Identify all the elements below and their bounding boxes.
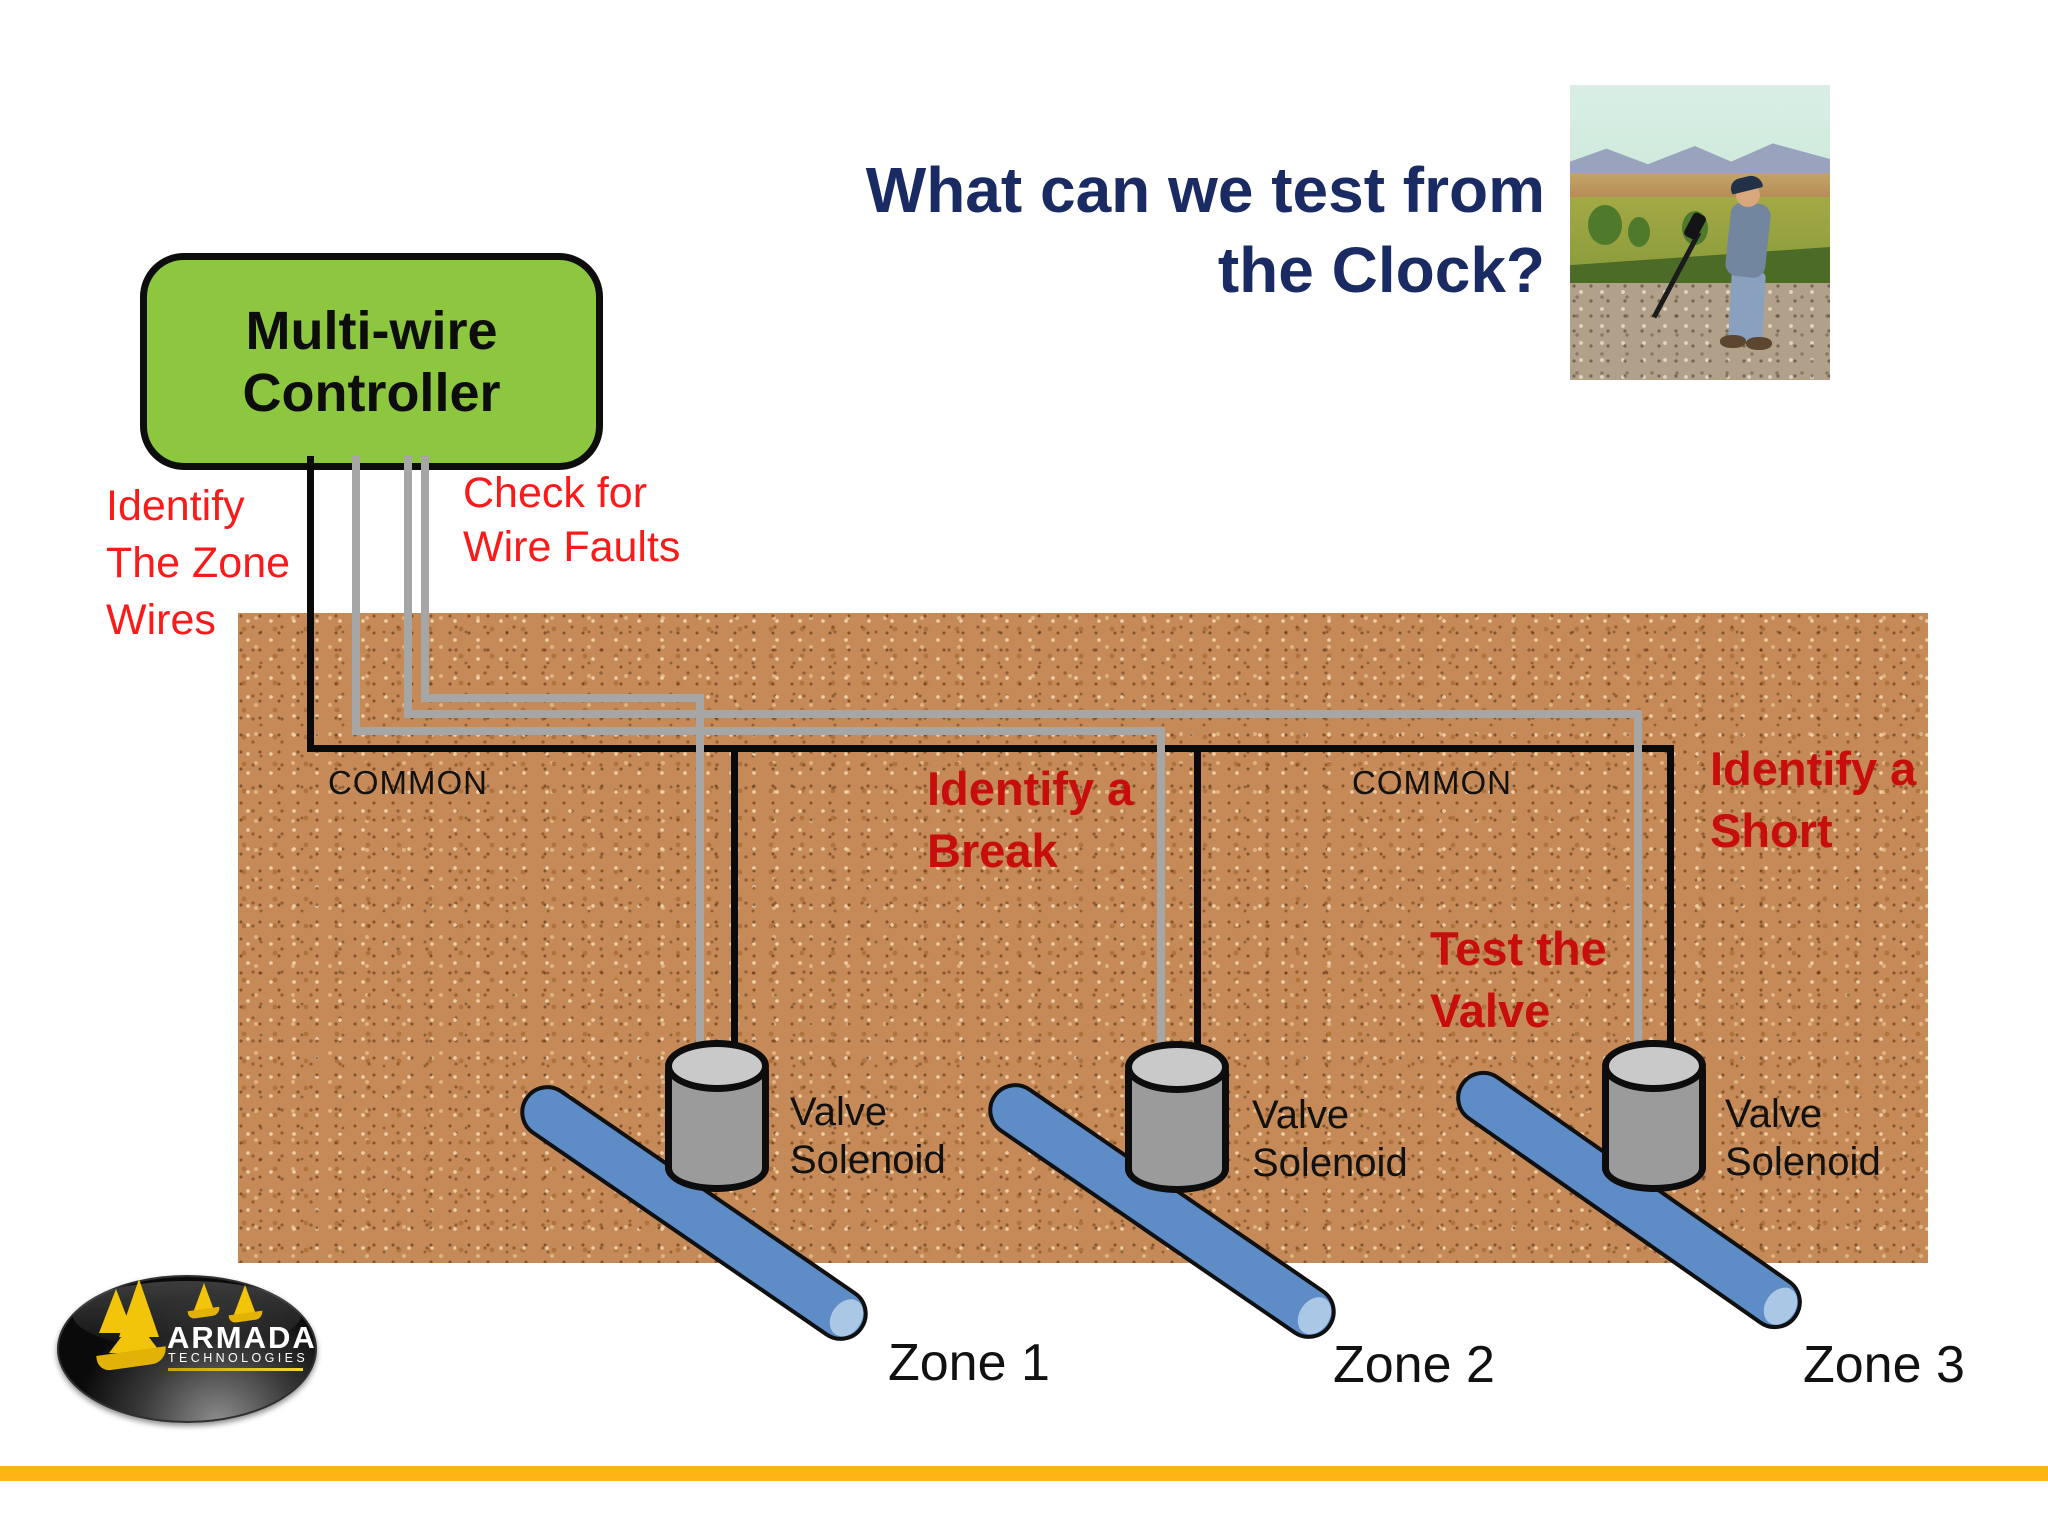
solenoid-label-zone1: Valve Solenoid [790, 1088, 946, 1184]
zone2-label: Zone 2 [1333, 1336, 1495, 1394]
valve-solenoid-zone2 [1125, 1041, 1229, 1193]
ship-hull [96, 1346, 168, 1372]
controller-label-line1: Multi-wire [245, 300, 498, 361]
solenoid-label-l1: Valve [790, 1090, 888, 1134]
photo-person-shoe [1746, 337, 1772, 350]
wire-gray-zone1-drop [696, 694, 704, 1066]
note-check-faults-l2: Wire Faults [463, 523, 681, 571]
solenoid-top [665, 1040, 769, 1092]
wire-gray-zone1-vertical [421, 456, 429, 702]
note-identify-zone-l2: The Zone [106, 539, 291, 587]
solenoid-label-l2: Solenoid [790, 1138, 946, 1182]
page-title-line2: the Clock? [1217, 234, 1545, 306]
valve-solenoid-zone3 [1602, 1040, 1706, 1192]
bottom-accent-bar [0, 1466, 2048, 1481]
wire-black-zone1-drop [731, 748, 738, 1066]
note-check-faults-l1: Check for [463, 469, 648, 517]
wire-gray-zone1-run [421, 694, 704, 702]
page-title-line1: What can we test from [865, 154, 1545, 226]
note-identify-break-l2: Break [927, 824, 1058, 877]
solenoid-label-l2: Solenoid [1252, 1141, 1408, 1185]
note-identify-zone-wires: Identify The Zone Wires [106, 478, 290, 649]
photo-tree [1628, 217, 1650, 247]
photo-person-shoe [1720, 335, 1746, 348]
solenoid-label-l1: Valve [1725, 1092, 1823, 1136]
armada-technologies-logo: ARMADA TECHNOLOGIES [57, 1275, 317, 1423]
wire-black-zone2-drop [1194, 748, 1201, 1066]
logo-sub-text: TECHNOLOGIES [168, 1351, 309, 1365]
note-test-valve-l1: Test the [1430, 922, 1607, 975]
photo-gravel [1570, 283, 1830, 380]
wire-gray-zone2-vertical [352, 456, 360, 735]
solenoid-label-zone2: Valve Solenoid [1252, 1091, 1408, 1187]
note-test-valve-l2: Valve [1430, 984, 1551, 1037]
note-identify-break: Identify a Break [927, 758, 1133, 882]
solenoid-top [1602, 1040, 1706, 1092]
solenoid-label-l1: Valve [1252, 1093, 1350, 1137]
wire-gray-zone3-drop [1634, 710, 1642, 1066]
controller-label-line2: Controller [242, 362, 501, 423]
logo-name-text: ARMADA [167, 1320, 317, 1355]
locator-photo [1570, 85, 1830, 380]
wire-black-controller-drop [307, 456, 314, 752]
solenoid-label-l2: Solenoid [1725, 1140, 1881, 1184]
photo-tree [1588, 205, 1622, 245]
note-identify-short-l1: Identify a [1710, 742, 1917, 795]
wire-gray-zone2-run [352, 727, 1165, 735]
solenoid-top [1125, 1041, 1229, 1093]
multi-wire-controller-box: Multi-wire Controller [140, 253, 603, 470]
wire-gray-zone3-vertical [404, 456, 412, 718]
page-title: What can we test from the Clock? [700, 150, 1545, 310]
wire-gray-zone2-drop [1157, 727, 1165, 1066]
wire-gray-zone3-run [404, 710, 1642, 718]
note-identify-zone-l1: Identify [106, 482, 245, 530]
pipe-zone3-end-cap [1756, 1281, 1805, 1332]
zone1-label: Zone 1 [888, 1334, 1050, 1392]
note-identify-zone-l3: Wires [106, 596, 216, 644]
wire-black-common-run [307, 745, 1674, 752]
solenoid-label-zone3: Valve Solenoid [1725, 1090, 1881, 1186]
soil-ground [238, 613, 1928, 1263]
wire-black-zone3-drop [1667, 745, 1674, 1067]
note-identify-break-l1: Identify a [927, 762, 1134, 815]
note-identify-short-l2: Short [1710, 804, 1833, 857]
note-identify-short: Identify a Short [1710, 738, 1916, 862]
valve-solenoid-zone1 [665, 1040, 769, 1192]
pipe-zone2-end-cap [1290, 1290, 1339, 1341]
photo-person-legs [1728, 270, 1766, 344]
zone3-label: Zone 3 [1803, 1336, 1965, 1394]
logo-underline [168, 1368, 303, 1371]
pipe-zone1-end-cap [822, 1292, 871, 1343]
note-check-wire-faults: Check for Wire Faults [463, 466, 680, 574]
note-test-valve: Test the Valve [1430, 918, 1607, 1042]
common-label-right: COMMON [1352, 764, 1512, 801]
photo-person-shirt [1724, 201, 1772, 279]
common-label-left: COMMON [328, 764, 488, 801]
